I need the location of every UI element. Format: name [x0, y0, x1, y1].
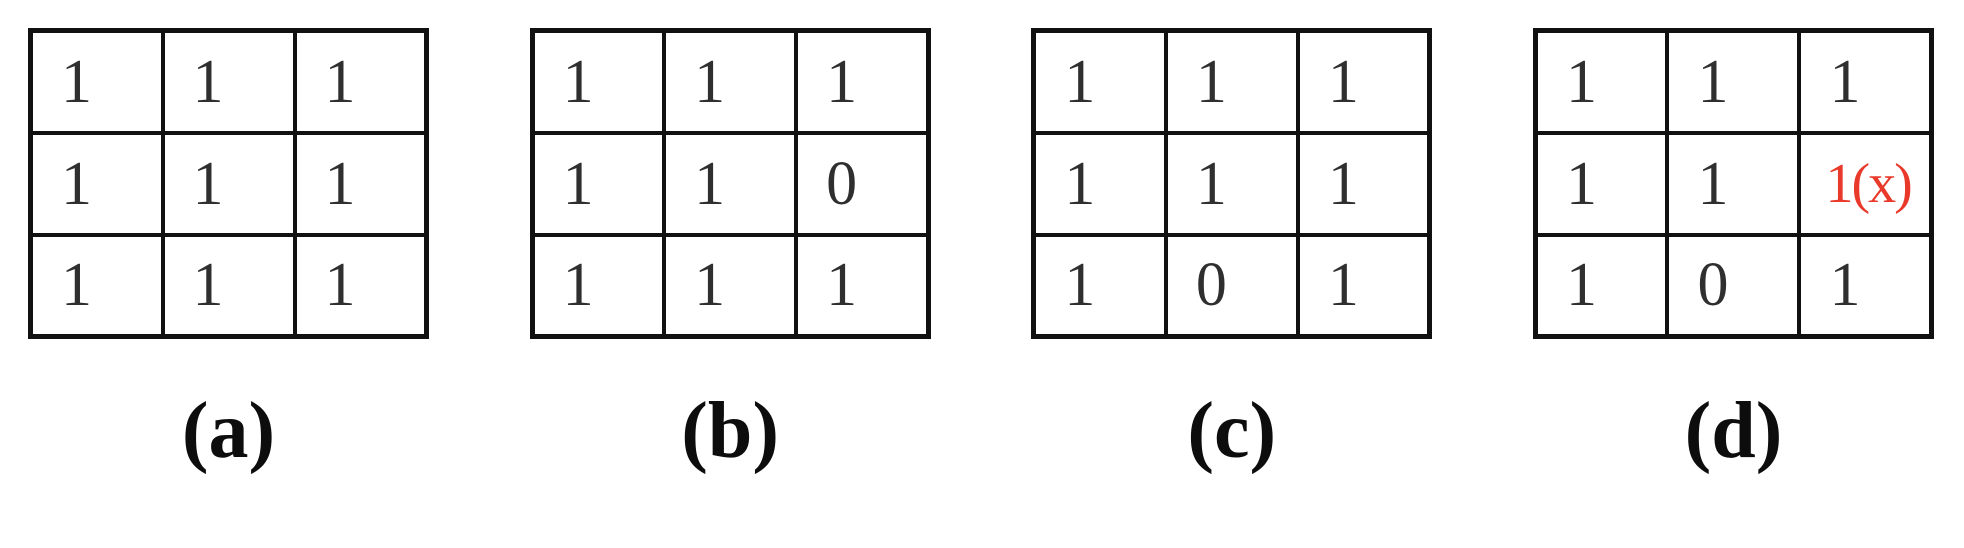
grid-row: 1 1 1	[28, 232, 429, 339]
grid-cell: 1	[794, 232, 931, 339]
grid-cell: 1	[160, 232, 297, 339]
grid-row: 1 1 1	[28, 130, 429, 237]
grid-row: 1 1 0	[530, 130, 931, 237]
grid-b: 1 1 1 1 1 0 1 1 1	[529, 28, 931, 339]
panel-c: 1 1 1 1 1 1 1 0 1 (c)	[1031, 28, 1433, 475]
grid-cell: 1	[1163, 28, 1300, 135]
grid-cell: 1	[1295, 130, 1432, 237]
grid-row: 1 1 1	[1031, 130, 1432, 237]
grid-row: 1 0 1	[1533, 232, 1934, 339]
grid-cell: 1	[28, 232, 165, 339]
grid-cell: 1	[292, 232, 429, 339]
panel-d: 1 1 1 1 1 1(x) 1 0 1 (d)	[1532, 28, 1934, 475]
grid-cell: 1	[1665, 28, 1802, 135]
grid-cell: 1	[1031, 130, 1168, 237]
grid-cell: 1	[1665, 130, 1802, 237]
grid-cell: 1	[530, 28, 667, 135]
grid-cell: 1	[28, 130, 165, 237]
grid-cell: 1	[160, 130, 297, 237]
grid-row: 1 1 1	[530, 232, 931, 339]
grid-cell: 1	[1797, 232, 1934, 339]
panel-label-b: (b)	[681, 387, 780, 475]
grid-cell: 1	[1533, 232, 1670, 339]
grid-cell: 1	[794, 28, 931, 135]
grid-row: 1 0 1	[1031, 232, 1432, 339]
grid-c: 1 1 1 1 1 1 1 0 1	[1031, 28, 1433, 339]
grid-row: 1 1 1(x)	[1533, 130, 1934, 237]
grid-cell: 1	[1533, 28, 1670, 135]
grid-cell: 1	[160, 28, 297, 135]
grid-cell: 1	[530, 232, 667, 339]
grid-cell: 1	[1295, 232, 1432, 339]
grid-cell: 1	[1031, 232, 1168, 339]
grid-cell: 0	[1163, 232, 1300, 339]
grid-row: 1 1 1	[1031, 28, 1432, 135]
panel-label-a: (a)	[181, 387, 276, 475]
grid-cell: 1	[28, 28, 165, 135]
grid-cell: 1	[662, 130, 799, 237]
panel-label-c: (c)	[1187, 387, 1277, 475]
grid-cell: 1	[1031, 28, 1168, 135]
grid-cell: 1	[1295, 28, 1432, 135]
grid-cell: 1	[292, 28, 429, 135]
grid-cell: 1	[1533, 130, 1670, 237]
grid-row: 1 1 1	[530, 28, 931, 135]
panel-b: 1 1 1 1 1 0 1 1 1 (b)	[529, 28, 931, 475]
grid-row: 1 1 1	[28, 28, 429, 135]
panel-label-d: (d)	[1684, 387, 1783, 475]
grid-cell: 0	[794, 130, 931, 237]
grid-a: 1 1 1 1 1 1 1 1 1	[28, 28, 429, 339]
grid-d: 1 1 1 1 1 1(x) 1 0 1	[1532, 28, 1934, 339]
grid-cell: 1	[530, 130, 667, 237]
grid-cell: 1	[1797, 28, 1934, 135]
grid-cell-highlighted: 1(x)	[1797, 130, 1934, 237]
grid-row: 1 1 1	[1533, 28, 1934, 135]
grid-cell: 1	[662, 232, 799, 339]
grid-cell: 1	[1163, 130, 1300, 237]
panel-a: 1 1 1 1 1 1 1 1 1 (a)	[28, 28, 429, 471]
grid-cell: 1	[662, 28, 799, 135]
grid-cell: 1	[292, 130, 429, 237]
grid-cell: 0	[1665, 232, 1802, 339]
